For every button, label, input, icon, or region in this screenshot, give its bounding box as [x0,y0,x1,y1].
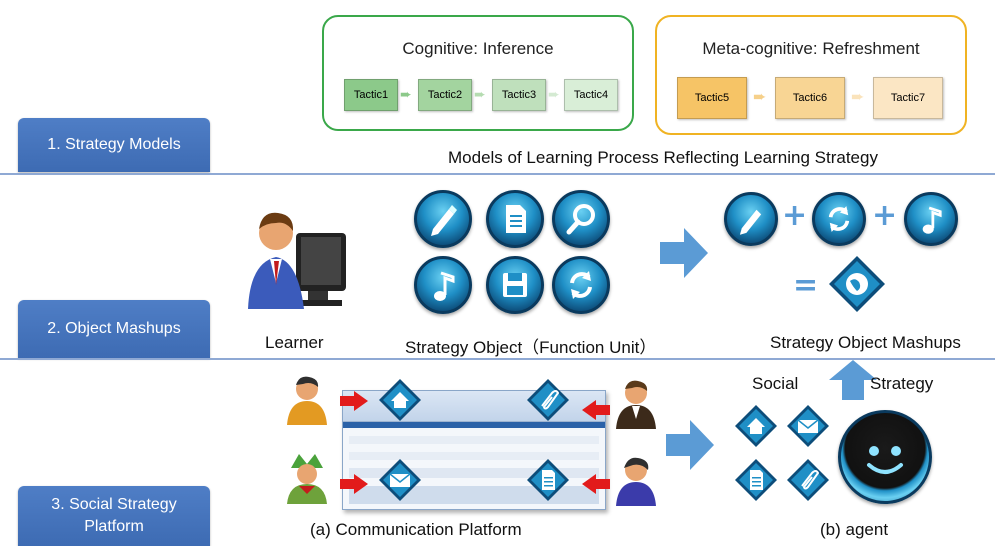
jester-avatar-icon [287,454,327,504]
mashup-globe-icon [829,256,885,312]
red-arrow-icon [340,474,368,494]
agent-smiley-icon [838,410,932,504]
home-icon [379,379,421,421]
refresh-icon [552,256,610,314]
tactic-6: Tactic6 [775,77,845,119]
window-row [349,486,599,504]
mashups-caption: Strategy Object Mashups [770,333,961,352]
learner-caption: Learner [265,333,324,352]
pencil-icon [414,190,472,248]
red-arrow-icon [340,391,368,411]
window-row [349,436,599,444]
tactic-5: Tactic5 [677,77,747,119]
arrow-icon: ➨ [851,87,865,106]
pencil-icon [724,192,778,246]
strategy-object-caption: Strategy Object（Function Unit） [405,338,657,357]
document-icon [735,459,777,501]
arrow-icon: ➨ [474,87,486,103]
music-note-icon [904,192,958,246]
paperclip-icon [527,379,569,421]
divider-2 [0,358,995,360]
arrow-right-icon [660,228,708,278]
save-disk-icon [486,256,544,314]
window-row [349,452,599,460]
section-object-mashups: 2. Object Mashups [18,300,210,358]
cognitive-box: Cognitive: Inference Tactic1 ➨ Tactic2 ➨… [322,15,634,131]
envelope-icon [787,405,829,447]
window-toolbar [343,422,605,428]
user-avatar-icon [287,376,327,425]
tactic-2: Tactic2 [418,79,472,111]
paperclip-icon [787,459,829,501]
divider-1 [0,173,995,175]
envelope-icon [379,459,421,501]
section-social-platform-label: 3. Social Strategy Platform [51,496,177,535]
refresh-icon [812,192,866,246]
plus-icon: + [872,198,898,233]
learner-icon [248,212,346,309]
user-avatar-icon [616,380,656,429]
metacognitive-box: Meta-cognitive: Refreshment Tactic5 ➨ Ta… [655,15,967,135]
models-caption: Models of Learning Process Reflecting Le… [448,148,878,167]
agent-caption: (b) agent [820,520,889,539]
arrow-up-icon [829,360,877,400]
metacognitive-title: Meta-cognitive: Refreshment [702,39,920,58]
tactic-3: Tactic3 [492,79,546,111]
tactic-1: Tactic1 [344,79,398,111]
plus-icon: + [782,198,808,233]
home-icon [735,405,777,447]
red-arrow-icon [582,400,610,420]
comm-platform-caption: (a) Communication Platform [310,520,522,539]
social-label: Social [752,374,799,393]
user-avatar-icon [616,457,656,506]
magnifier-icon [552,190,610,248]
arrow-right-icon [666,420,714,470]
tactic-4: Tactic4 [564,79,618,111]
music-note-icon [414,256,472,314]
arrow-icon: ➨ [548,87,560,103]
tactic-7: Tactic7 [873,77,943,119]
arrow-icon: ➨ [753,87,767,106]
document-icon [486,190,544,248]
equals-icon: = [793,268,819,303]
arrow-icon: ➨ [400,87,412,103]
cognitive-title: Cognitive: Inference [402,39,554,58]
window-row [349,468,599,478]
section-social-platform: 3. Social Strategy Platform [18,486,210,546]
red-arrow-icon [582,474,610,494]
document-icon [527,459,569,501]
strategy-label: Strategy [870,374,934,393]
section-strategy-models: 1. Strategy Models [18,118,210,172]
